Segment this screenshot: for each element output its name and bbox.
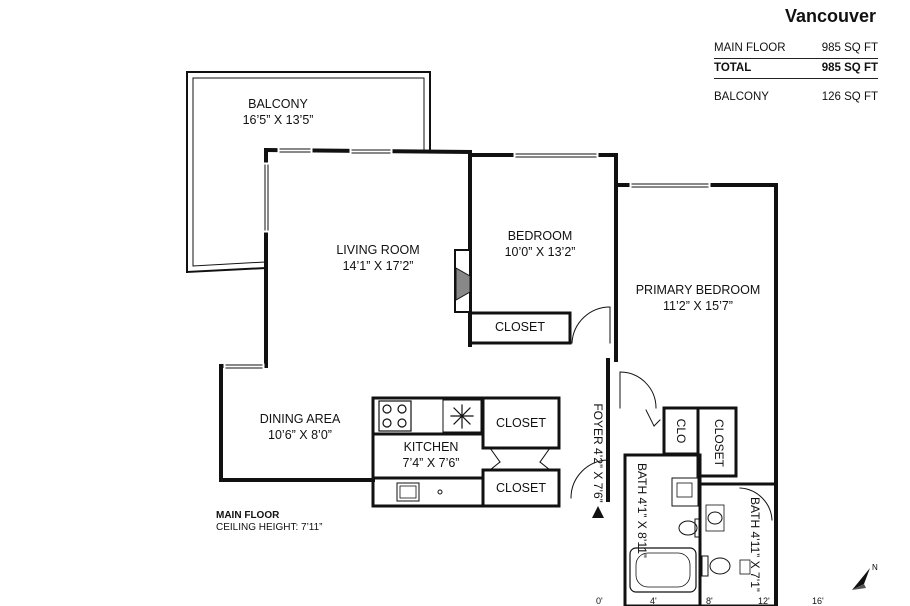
- bedroom-size: 10’0” X 13’2”: [504, 245, 576, 259]
- scale-mark-4: 4': [650, 596, 657, 606]
- lower-closet-label: CLOSET: [495, 481, 546, 495]
- balcony-name: BALCONY: [248, 97, 308, 111]
- floor-info: MAIN FLOOR CEILING HEIGHT: 7’11”: [216, 510, 323, 534]
- compass-letter: N: [872, 563, 878, 572]
- area-balcony-value: 126 SQ FT: [821, 91, 878, 103]
- entry-arrow: [592, 506, 604, 518]
- compass: N: [846, 562, 886, 601]
- balcony-rail-bottom: [185, 266, 267, 274]
- area-total-value: 985 SQ FT: [821, 62, 878, 74]
- bath2-sink: [707, 511, 723, 525]
- windows: [223, 147, 711, 369]
- bath1-vanity: [671, 477, 699, 507]
- living-room-label: LIVING ROOM 14’1” X 17’2”: [328, 242, 428, 274]
- area-main-floor-value: 985 SQ FT: [821, 42, 878, 54]
- bath1-tub: [629, 547, 697, 593]
- balcony-label: BALCONY 16’5” X 13’5”: [228, 96, 328, 128]
- dining-area-label: DINING AREA 10’6” X 8’0”: [250, 411, 350, 443]
- kitchen-name: KITCHEN: [403, 440, 459, 454]
- area-summary-table: MAIN FLOOR 985 SQ FT TOTAL 985 SQ FT BAL…: [714, 38, 878, 107]
- outer-walls: [219, 147, 778, 606]
- scale-mark-0: 0': [596, 596, 603, 606]
- area-main-floor-label: MAIN FLOOR: [714, 42, 786, 54]
- bedroom-label: BEDROOM 10’0” X 13’2”: [490, 228, 590, 260]
- foyer-label: FOYER 4’2” X 7’6”: [591, 403, 605, 503]
- fireplace-insert: [455, 267, 471, 301]
- primary-bedroom-name: PRIMARY BEDROOM: [635, 283, 761, 297]
- floor-name: MAIN FLOOR: [216, 510, 280, 521]
- stove-burners: [378, 400, 412, 432]
- balcony-size: 16’5” X 13’5”: [242, 113, 314, 127]
- primary-closet: [696, 406, 738, 478]
- bath2-label: BATH 4’11” X 7’1”: [748, 497, 762, 592]
- area-row-total: TOTAL 985 SQ FT: [714, 58, 878, 79]
- kitchen-label: KITCHEN 7’4” X 7’6”: [386, 439, 476, 471]
- upper-closet: [481, 396, 561, 450]
- closet-doors: [489, 447, 551, 471]
- upper-closet-label: CLOSET: [495, 416, 546, 430]
- dining-area-name: DINING AREA: [259, 412, 341, 426]
- scale-mark-16: 16': [812, 596, 824, 606]
- bath2-room: [698, 482, 778, 606]
- balcony-inner-rail: [192, 77, 425, 267]
- lower-closet: [481, 468, 561, 508]
- primary-bedroom-label: PRIMARY BEDROOM 11’2” X 15’7”: [628, 282, 768, 314]
- kitchen-size: 7’4” X 7’6”: [402, 456, 460, 470]
- fridge: [442, 399, 482, 433]
- dining-area-size: 10’6” X 8’0”: [268, 428, 332, 442]
- fridge-snowflake: [450, 404, 474, 429]
- bath1-label: BATH 4’1” X 8’11”: [635, 463, 649, 558]
- bedroom-door-swing: [571, 306, 611, 344]
- entry-door-swing: [570, 459, 609, 499]
- city-title: Vancouver: [784, 6, 876, 26]
- ceiling-height: CEILING HEIGHT: 7’11”: [216, 522, 323, 533]
- bath2-toilet: [709, 557, 731, 575]
- clo-label: CLO: [674, 418, 688, 444]
- primary-closet-label: CLOSET: [712, 418, 726, 467]
- area-total-label: TOTAL: [714, 62, 752, 74]
- living-room-name: LIVING ROOM: [336, 243, 420, 257]
- kitchen-lower-counter: [371, 476, 485, 508]
- scale-mark-12: 12': [758, 596, 770, 606]
- area-row-balcony: BALCONY 126 SQ FT: [714, 87, 878, 107]
- bedroom-closet-label: CLOSET: [494, 320, 545, 334]
- north-arrow-icon: N: [852, 563, 878, 590]
- bath1-toilet: [678, 520, 698, 536]
- area-row-main-floor: MAIN FLOOR 985 SQ FT: [714, 38, 878, 58]
- area-balcony-label: BALCONY: [714, 91, 769, 103]
- living-room-size: 14’1” X 17’2”: [342, 259, 414, 273]
- bath2-door-swing: [739, 487, 773, 521]
- bedroom-closet: [468, 311, 572, 345]
- bedroom-name: BEDROOM: [507, 229, 573, 243]
- balcony-outline: [186, 71, 431, 273]
- kitchen-sink: [396, 482, 420, 502]
- scale-bar: 0' 4' 8' 12' 16': [590, 596, 840, 606]
- hall-door-swing: [619, 371, 657, 409]
- primary-bedroom-size: 11’2” X 15’7”: [663, 299, 733, 313]
- scale-mark-8: 8': [706, 596, 713, 606]
